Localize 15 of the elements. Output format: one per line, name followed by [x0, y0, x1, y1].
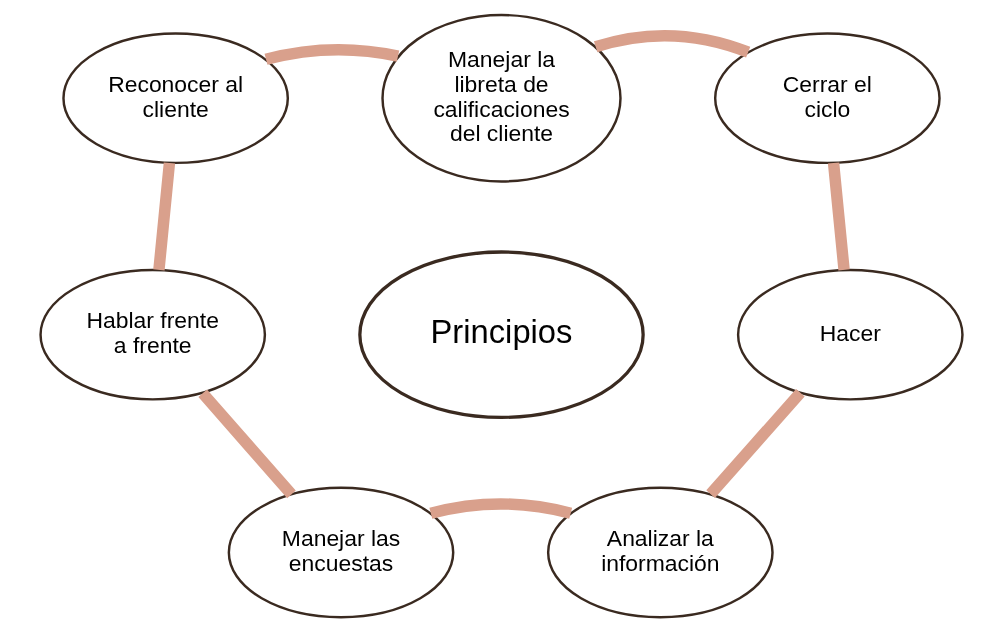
node-ellipse: Hacer — [736, 268, 964, 401]
node-ellipse: Manejar las encuestas — [227, 486, 455, 619]
node-ellipse: Reconocer al cliente — [62, 32, 290, 165]
node-ellipse: Hablar frente a frente — [39, 268, 267, 401]
node-ellipse: Principios — [358, 250, 645, 419]
node-ellipse: Manejar la libreta de calificaciones del cliente — [381, 13, 622, 183]
connector — [429, 498, 573, 519]
connector — [594, 30, 751, 58]
connector — [264, 44, 400, 65]
node-ellipse: Cerrar el ciclo — [713, 32, 941, 165]
connector — [706, 388, 805, 498]
connector — [153, 162, 176, 271]
node-ellipse: Analizar la información — [546, 486, 774, 619]
connector — [827, 162, 850, 271]
connector — [198, 389, 296, 499]
